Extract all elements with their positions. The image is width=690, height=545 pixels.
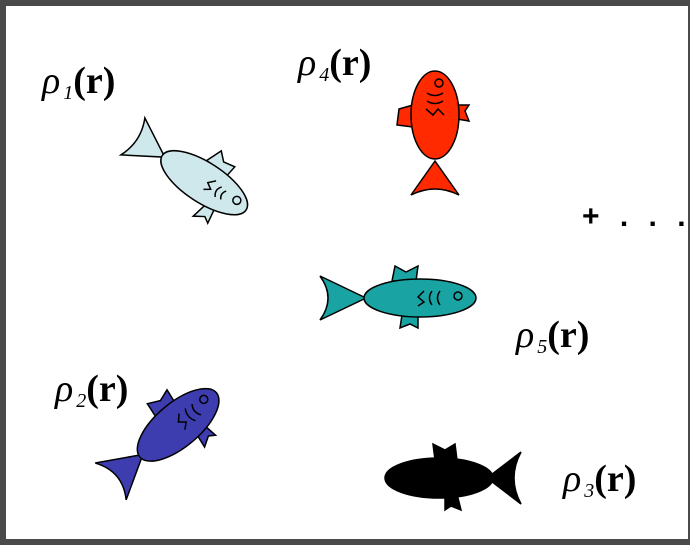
fish-shape	[88, 365, 239, 507]
fish-light-blue	[100, 110, 300, 250]
argument: (r)	[329, 42, 371, 84]
fish-black	[375, 432, 545, 522]
fish-shape	[397, 71, 469, 195]
argument: (r)	[73, 60, 115, 102]
fish-shape	[114, 106, 265, 238]
fish-shape	[320, 266, 476, 328]
rho-symbol: ρ	[563, 458, 581, 500]
ellipsis-plus: + . . .	[582, 200, 690, 234]
rho-symbol: ρ	[298, 42, 316, 84]
rho-symbol: ρ	[55, 368, 73, 410]
argument: (r)	[594, 458, 636, 500]
fish-red	[380, 65, 490, 205]
subscript: 5	[537, 336, 547, 358]
fish-dark-blue	[80, 360, 260, 510]
fish-teal	[312, 260, 472, 340]
subscript: 1	[63, 82, 73, 104]
tail-fin	[320, 276, 366, 320]
argument: (r)	[547, 314, 589, 356]
subscript: 3	[584, 480, 594, 502]
rho-symbol: ρ	[42, 60, 60, 102]
fish-body	[126, 376, 231, 474]
subscript: 4	[319, 64, 329, 86]
fish-shape	[385, 444, 521, 510]
rho-symbol: ρ	[516, 314, 534, 356]
tail-fin	[411, 161, 459, 195]
fish-body	[385, 458, 493, 498]
